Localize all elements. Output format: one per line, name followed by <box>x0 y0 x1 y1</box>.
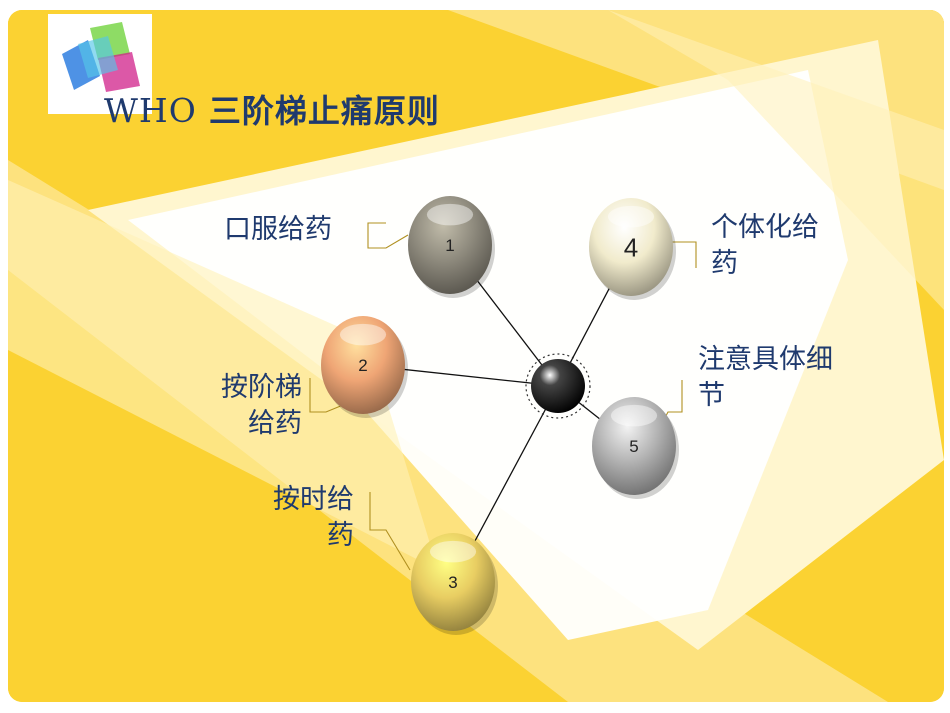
node-ball-body-5 <box>592 397 676 495</box>
node-number-4: 4 <box>624 232 638 262</box>
label-bracket-3 <box>369 492 411 571</box>
node-number-5: 5 <box>629 437 638 456</box>
label-node-3-line1: 按时给 <box>273 484 354 515</box>
balls: 1 2 3 4 5 <box>321 196 679 635</box>
label-bracket-1 <box>367 222 409 249</box>
logo-cubes-icon <box>48 14 152 114</box>
hub <box>525 353 591 419</box>
label-node-4-line1: 个体化给 <box>711 212 819 243</box>
label-node-2-line1: 按阶梯 <box>221 372 302 403</box>
title-cjk: 三阶梯止痛原则 <box>196 92 440 130</box>
label-node-3: 按时给 药 <box>254 482 354 554</box>
label-node-5: 注意具体细 节 <box>698 342 833 414</box>
node-ball-4: 4 <box>589 198 676 300</box>
label-node-1-line1: 口服给药 <box>224 214 332 245</box>
node-ball-highlight-3 <box>429 540 477 563</box>
node-ball-highlight-5 <box>610 404 658 427</box>
label-bracket-4 <box>670 241 697 268</box>
hub-spoke-diagram: 1 2 3 4 5 <box>309 196 697 635</box>
node-ball-1: 1 <box>408 196 495 298</box>
node-ball-body-2 <box>321 316 405 414</box>
label-node-4: 个体化给 药 <box>711 210 819 282</box>
label-node-2: 按阶梯 给药 <box>202 370 302 442</box>
node-ball-body-4 <box>589 198 673 296</box>
node-number-1: 1 <box>445 236 454 255</box>
node-ball-highlight-4 <box>607 205 655 228</box>
label-node-5-line1: 注意具体细 <box>698 344 833 375</box>
label-node-3-line2: 药 <box>327 520 354 551</box>
spokes <box>362 244 635 583</box>
slide: WHO 三阶梯止痛原则 1 2 3 4 5 口服给药 按阶梯 给药 按时给 药 个体化给… <box>8 10 944 702</box>
label-node-5-line2: 节 <box>698 380 725 411</box>
node-ball-highlight-2 <box>339 323 387 346</box>
node-ball-body-3 <box>411 533 495 631</box>
node-ball-body-1 <box>408 196 492 294</box>
node-number-2: 2 <box>358 356 367 375</box>
hub-dashed-ring <box>525 353 591 419</box>
page-title: WHO 三阶梯止痛原则 <box>104 86 440 132</box>
label-node-1: 口服给药 <box>224 212 332 248</box>
hub-ball <box>531 359 585 413</box>
label-node-2-line2: 给药 <box>248 408 302 439</box>
background-light-rays <box>8 10 944 702</box>
label-node-4-line2: 药 <box>711 248 738 279</box>
node-ball-highlight-1 <box>426 203 474 226</box>
node-number-3: 3 <box>448 573 457 592</box>
node-ball-5: 5 <box>592 397 679 499</box>
node-ball-2: 2 <box>321 316 408 418</box>
title-latin: WHO <box>104 91 197 130</box>
node-ball-3: 3 <box>411 533 498 635</box>
